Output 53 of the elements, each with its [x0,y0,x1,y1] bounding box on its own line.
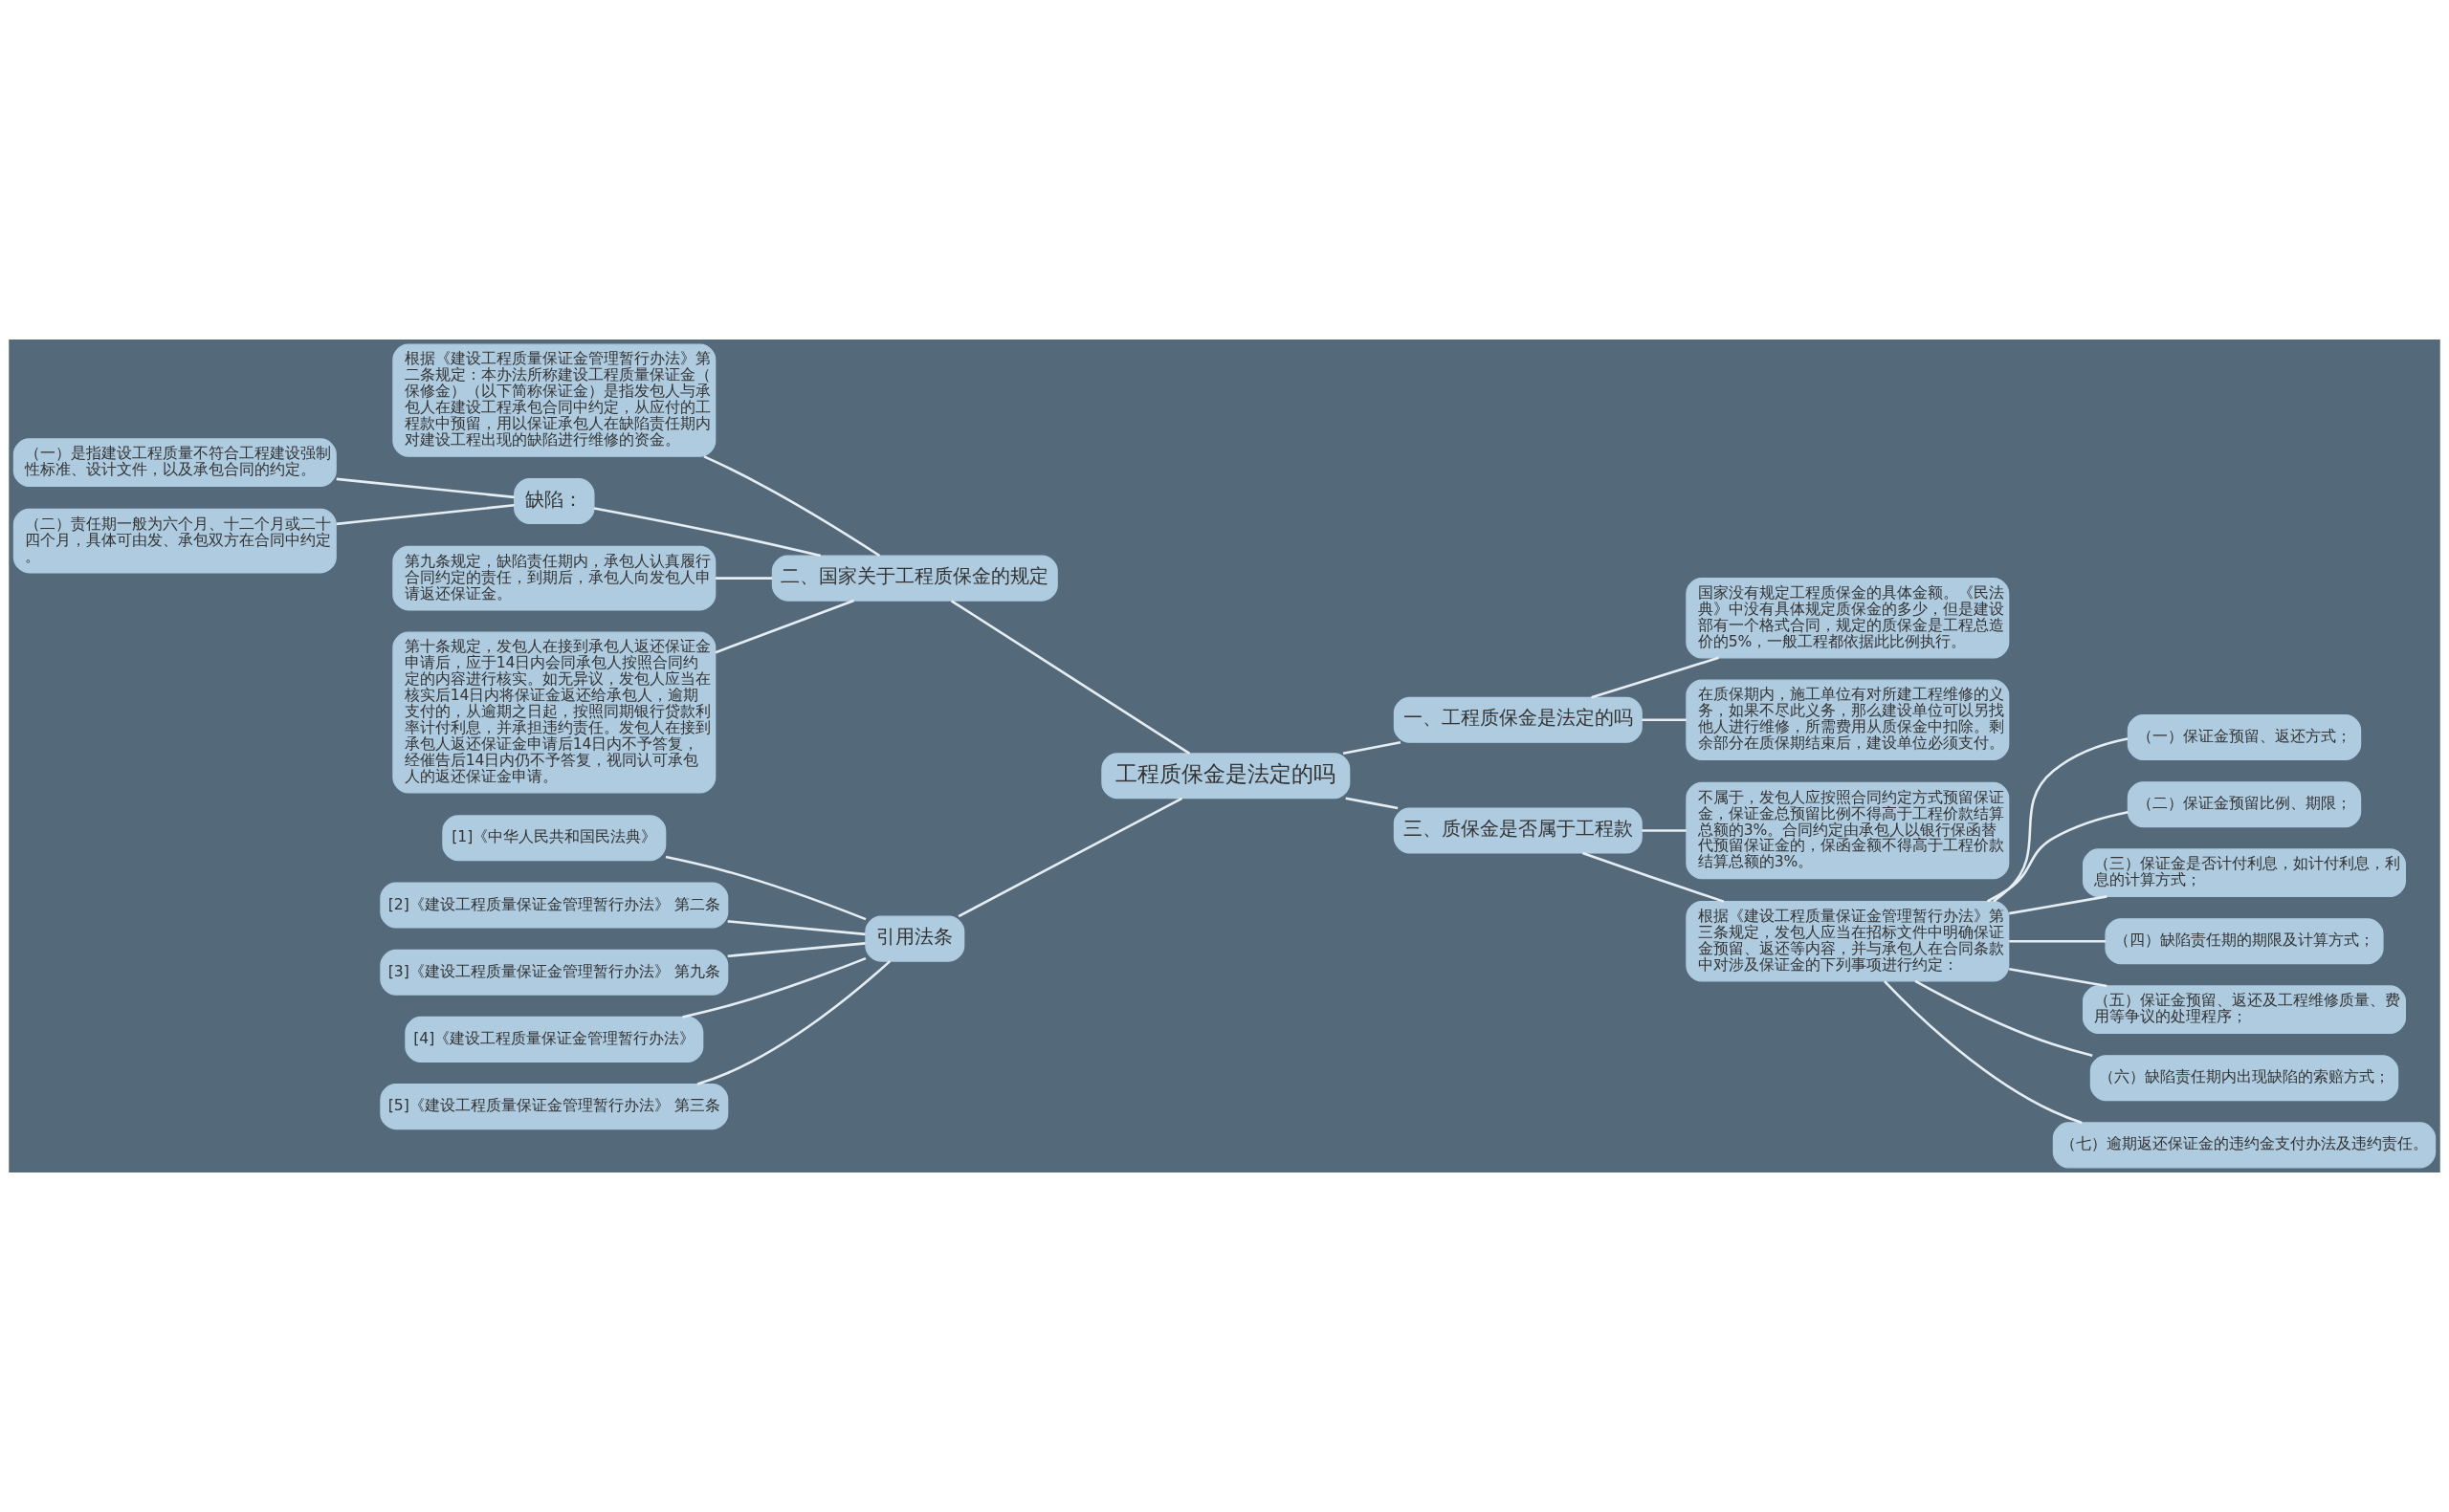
connector [727,942,866,958]
node-box: （一）是指建设工程质量不符合工程建设强制性标准、设计文件，以及承包合同的约定。 [12,438,337,488]
node-box: （四）缺陷责任期的期限及计算方式； [2105,918,2384,965]
connector [716,577,773,580]
node-box: （七）逾期返还保证金的违约金支付办法及违约责任。 [2052,1122,2437,1169]
node-box: 工程质保金是法定的吗 [1101,753,1351,800]
connector [1642,829,1687,832]
node-box: 第九条规定，缺陷责任期内，承包人认真履行合同约定的责任，到期后，承包人向发包人申请返还保证金。 [392,545,717,611]
node-box: （五）保证金预留、返还及工程维修质量、费用等争议的处理程序； [2083,985,2406,1035]
node-box: （二）责任期一般为六个月、十二个月或二十四个月，具体可由发、承包双方在合同中约定。 [12,508,337,574]
connector [682,956,867,1019]
connector [1591,656,1719,699]
node-box: 根据《建设工程质量保证金管理暂行办法》第二条规定：本办法所称建设工程质量保证金（保修金）（以下简称保证金）是指发包人与承包人在建设工程承包合同中约定，从应付的工程款中预留，用以保证承包人在缺陷责任期内对建设工程出现的缺陷进行维修的资金。 [392,343,717,457]
connector [696,960,892,1085]
node-box: 二、国家关于工程质保金的规定 [771,555,1058,602]
connector [727,920,866,936]
connector [2009,895,2107,915]
connector [2009,968,2107,988]
connector [950,600,1191,755]
connector [1986,810,2129,903]
connector [1345,797,1399,810]
node-box: （二）保证金预留比例、期限； [2127,781,2362,828]
node-box: [4]《建设工程质量保证金管理暂行办法》 [405,1016,704,1063]
connector [336,477,515,499]
node-box: 三、质保金是否属于工程款 [1393,807,1643,854]
node-box: （一）保证金预留、返还方式； [2127,713,2362,761]
connector [703,455,881,558]
connector [1993,737,2129,903]
connector [665,855,867,921]
connector [1914,979,2093,1057]
node-box: [3]《建设工程质量保证金管理暂行办法》 第九条 [380,949,729,996]
connector [2009,939,2106,943]
connector [715,599,855,654]
node-box: 一、工程质保金是法定的吗 [1393,696,1643,743]
connector [1342,741,1401,756]
node-box: 第十条规定，发包人在接到承包人返还保证金申请后，应于14日内会同承包人按照合同约定的内容进行核实。如无异议，发包人应当在核实后14日内将保证金返还给承包人，逾期支付的，从逾期之日起，按照同期银行贷款利率计付利息，并承担违约责任。发包人在接到承包人返还保证金申请后14日内不予答复，经催告后14日内仍不予答复，视同认可承包人的返还保证金申请。 [392,631,717,794]
connector [593,507,822,558]
connector [336,504,515,526]
connector [1884,980,2083,1125]
connector [1642,718,1687,722]
node-box: [5]《建设工程质量保证金管理暂行办法》 第三条 [380,1084,729,1130]
node-box: 不属于，发包人应按照合同约定方式预留保证金，保证金总预留比例不得高于工程价款结算总额的3%。合同约定由承包人以银行保函替代预留保证金的，保函金额不得高于工程价款结算总额的3%。 [1686,781,2010,880]
node-box: 在质保期内，施工单位有对所建工程维修的义务，如果不尽此义务，那么建设单位可以另找他人进行维修，所需费用从质保金中扣除。剩余部分在质保期结束后，建设单位必须支付。 [1686,679,2010,761]
node-box: 引用法条 [865,915,965,962]
node-box: 国家没有规定工程质保金的具体金额。《民法典》中没有具体规定质保金的多少，但是建设部有一个格式合同，规定的质保金是工程总造价的5%，一般工程都依据此比例执行。 [1686,577,2010,659]
node-box: 缺陷： [514,477,595,525]
node-box: （六）缺陷责任期内出现缺陷的索赔方式； [2089,1055,2399,1102]
node-box: [1]《中华人民共和国民法典》 [442,815,667,862]
connector [1582,851,1725,903]
node-box: （三）保证金是否计付利息，如计付利息，利息的计算方式； [2083,848,2406,898]
node-box: 根据《建设工程质量保证金管理暂行办法》第三条规定，发包人应当在招标文件中明确保证金预留、返还等内容，并与承包人在合同条款中对涉及保证金的下列事项进行约定： [1686,900,2010,982]
connector [958,797,1183,918]
node-box: [2]《建设工程质量保证金管理暂行办法》 第二条 [380,882,729,929]
